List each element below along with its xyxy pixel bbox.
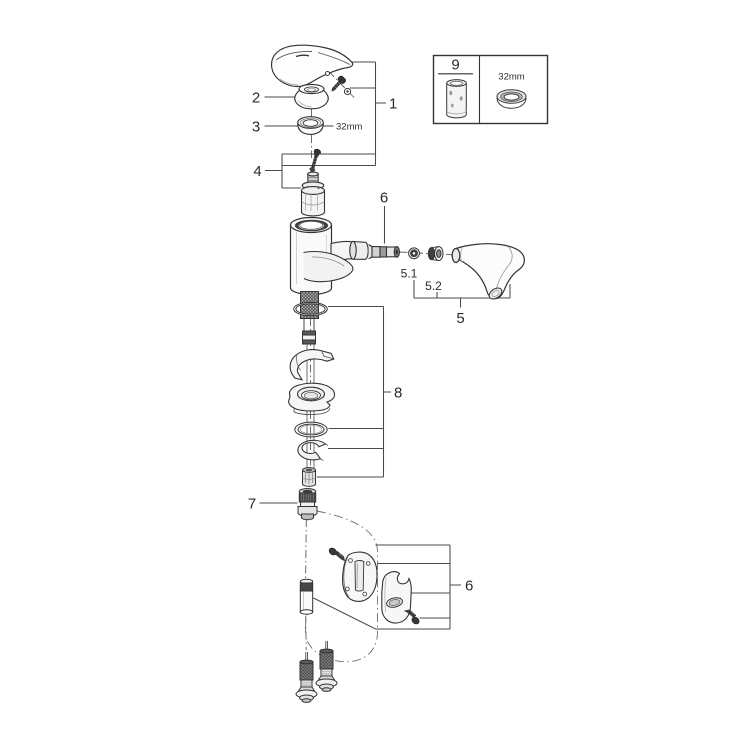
supply-hose-left [295,652,318,703]
wall-plate [342,551,378,602]
service-tool [446,79,467,119]
callout-3: 3 [252,119,260,136]
callout-4: 4 [253,163,261,180]
cartridge [300,171,326,217]
o-ring-shank [293,301,328,317]
dim-32mm-kit: 32mm [498,72,524,83]
cartridge-screw [309,148,321,174]
callout-6-spout: 6 [380,190,388,207]
supply-hose-right [315,641,338,692]
bracket-part6-holder [313,544,461,630]
escutcheon-cap [294,83,329,110]
mounting-nut [302,467,316,487]
retaining-ring-32mm [297,116,324,135]
pullout-spout [303,240,400,283]
spout-collar [349,240,373,260]
mounting-bracket [288,382,336,416]
spout-tube-end [371,246,400,258]
service-kit-box [432,54,549,125]
holder-clip [381,571,412,624]
bracket-part8 [316,305,391,478]
spray-head [451,243,525,300]
callout-5-1: 5.1 [401,267,418,281]
callout-lines [259,61,511,630]
coupling-5-2 [427,246,444,262]
bracket-part1 [350,61,386,166]
hose-coupling [297,488,318,521]
service-ring-seal [496,89,527,109]
hose-guide-tube [299,578,314,615]
holder-screw [403,609,420,625]
callout-6-holder: 6 [465,578,473,595]
lever-handle [270,44,354,88]
dim-32mm-main: 32mm [336,121,362,132]
threaded-shank [300,291,319,345]
curved-clamp-plate [289,349,335,381]
supply-hoses [295,641,338,703]
callout-9: 9 [451,57,459,74]
bracket-part5 [413,280,511,308]
handle-screw [331,75,352,96]
callout-7: 7 [248,496,256,513]
callout-1: 1 [389,96,397,113]
o-ring-lower [294,421,328,438]
hose-phantom-outline [305,510,378,663]
callout-5-2: 5.2 [425,279,442,293]
bracket-part4 [265,153,376,189]
callout-5: 5 [456,310,464,327]
wall-plate-screw [328,547,345,562]
callout-2: 2 [252,90,260,107]
callout-8: 8 [394,385,402,402]
horseshoe-washer [297,439,329,461]
washer-5-1 [408,247,420,260]
